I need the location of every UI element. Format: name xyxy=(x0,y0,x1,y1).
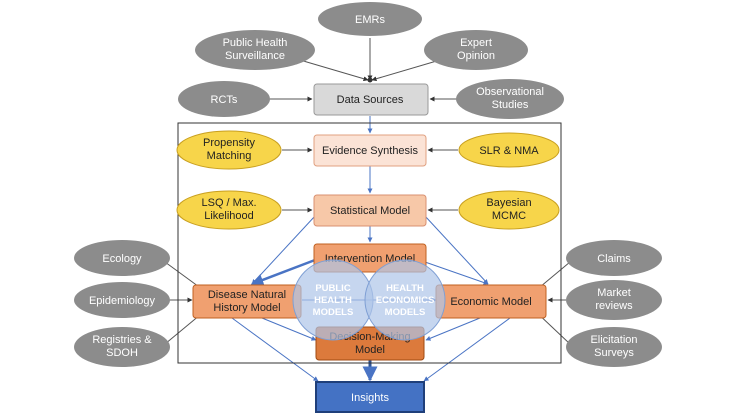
bayesian-label-line2: MCMC xyxy=(492,210,526,222)
input-claims: Claims xyxy=(566,240,662,276)
economic-to-insights-arrow xyxy=(423,317,511,382)
health-economics-models-line3: MODELS xyxy=(385,307,426,318)
evidence-synthesis-box: Evidence Synthesis xyxy=(313,134,427,167)
public-health-models-line2: HEALTH xyxy=(314,295,352,306)
data-sources-box: Data Sources xyxy=(313,83,429,116)
input-epidemiology: Epidemiology xyxy=(74,282,170,318)
lsq-label-line2: Likelihood xyxy=(204,210,254,222)
expert-opinion-arrow xyxy=(371,59,441,82)
elicitation-label-line2: Surveys xyxy=(594,347,634,359)
ecology-label: Ecology xyxy=(102,253,142,265)
epidemiology-label: Epidemiology xyxy=(89,295,156,307)
expert-opinion-label-line1: Expert xyxy=(460,37,492,49)
intervention-to-disease-arrow xyxy=(250,258,316,286)
claims-label: Claims xyxy=(597,253,631,265)
disease-model-box: Disease Natural History Model xyxy=(192,284,302,319)
registries-label-line2: SDOH xyxy=(106,347,138,359)
observational-label-line1: Observational xyxy=(476,86,544,98)
source-public-health: Public Health Surveillance xyxy=(195,30,315,70)
public-health-label-line2: Surveillance xyxy=(225,50,285,62)
decision-model-label-line2: Model xyxy=(355,344,385,356)
statistical-model-box: Statistical Model xyxy=(313,194,427,227)
health-economics-models-line1: HEALTH xyxy=(386,283,424,294)
public-health-models-line3: MODELS xyxy=(313,307,354,318)
slr-nma-oval: SLR & NMA xyxy=(458,132,560,168)
health-economics-models-circle xyxy=(364,259,446,341)
bayesian-label-line1: Bayesian xyxy=(486,197,531,209)
statistical-model-label: Statistical Model xyxy=(330,205,410,217)
insights-label: Insights xyxy=(351,392,389,404)
bayesian-oval: Bayesian MCMC xyxy=(458,190,560,230)
expert-opinion-label-line2: Opinion xyxy=(457,50,495,62)
model-frame xyxy=(177,122,562,364)
economic-to-decision-arrow xyxy=(425,317,481,341)
economic-model-box: Economic Model xyxy=(435,284,547,319)
disease-model-label-line2: History Model xyxy=(213,302,280,314)
source-junction-dot xyxy=(367,77,373,83)
source-expert-opinion: Expert Opinion xyxy=(424,30,528,70)
market-label-line1: Market xyxy=(597,287,631,299)
health-economics-models-line2: ECONOMICS xyxy=(376,295,435,306)
public-health-arrow xyxy=(299,59,369,82)
market-label-line2: reviews xyxy=(595,300,633,312)
input-registries: Registries & SDOH xyxy=(74,327,170,367)
data-sources-label: Data Sources xyxy=(337,94,404,106)
intervention-to-economic-arrow xyxy=(424,261,489,285)
propensity-label-line1: Propensity xyxy=(203,137,255,149)
statistical-to-disease-arrow xyxy=(251,215,316,285)
venn-overlay: PUBLIC HEALTH MODELS HEALTH ECONOMICS MO… xyxy=(292,259,446,341)
economic-model-label: Economic Model xyxy=(450,296,531,308)
disease-to-decision-arrow xyxy=(261,317,317,341)
evidence-synthesis-label: Evidence Synthesis xyxy=(322,145,418,157)
slr-nma-label: SLR & NMA xyxy=(479,145,539,157)
input-market: Market reviews xyxy=(566,280,662,320)
elicitation-label-line1: Elicitation xyxy=(590,334,637,346)
disease-to-insights-arrow xyxy=(231,317,319,382)
input-elicitation: Elicitation Surveys xyxy=(566,327,662,367)
lsq-oval: LSQ / Max. Likelihood xyxy=(176,190,282,230)
source-rcts: RCTs xyxy=(178,81,270,117)
propensity-matching-oval: Propensity Matching xyxy=(176,130,282,170)
emrs-label: EMRs xyxy=(355,14,385,26)
propensity-label-line2: Matching xyxy=(207,150,252,162)
input-ecology: Ecology xyxy=(74,240,170,276)
public-health-models-line1: PUBLIC xyxy=(315,283,351,294)
registries-label-line1: Registries & xyxy=(92,334,152,346)
lsq-label-line1: LSQ / Max. xyxy=(201,197,256,209)
public-health-label-line1: Public Health xyxy=(223,37,288,49)
statistical-to-economic-arrow xyxy=(424,215,489,285)
insights-box: Insights xyxy=(315,381,425,413)
source-observational: Observational Studies xyxy=(456,79,564,119)
source-emrs: EMRs xyxy=(318,2,422,36)
rcts-label: RCTs xyxy=(211,94,238,106)
disease-model-label-line1: Disease Natural xyxy=(208,289,286,301)
observational-label-line2: Studies xyxy=(492,99,529,111)
